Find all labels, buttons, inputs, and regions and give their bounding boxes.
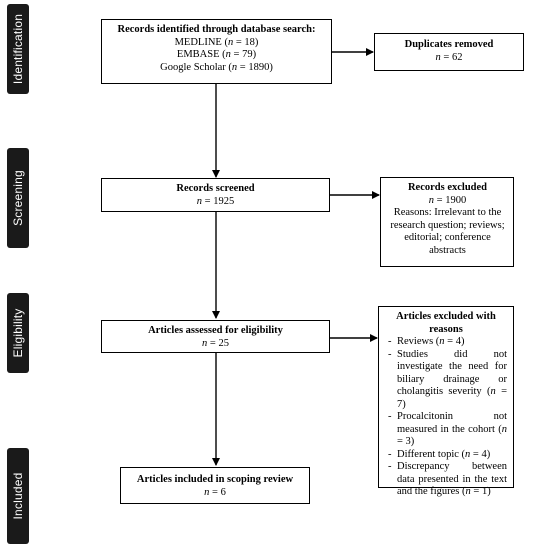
included-title: Articles included in scoping review <box>136 474 294 485</box>
duplicates-count: n = 62 <box>435 51 463 63</box>
stage-tab-eligibility: Eligibility <box>7 293 29 373</box>
stage-tab-included: Included <box>7 448 29 544</box>
included-box: Articles included in scoping review n = … <box>120 467 310 504</box>
identification-title: Records identified through database sear… <box>117 24 316 35</box>
duplicates-box: Duplicates removed n = 62 <box>374 33 524 71</box>
exclusion-reason-item: Reviews (n = 4) <box>388 336 507 349</box>
source-google-scholar: Google Scholar (n = 1890) <box>160 61 273 73</box>
screened-box: Records screened n = 1925 <box>101 178 330 212</box>
eligibility-title: Articles assessed for eligibility <box>148 325 283 336</box>
exclusion-reason-item: Procalcitonin not measured in the cohort… <box>388 411 507 449</box>
source-medline: MEDLINE (n = 18) <box>174 36 259 48</box>
stage-tab-screening: Screening <box>7 148 29 248</box>
excluded-with-reasons-title: Articles excluded with reasons <box>396 311 496 335</box>
screened-title: Records screened <box>176 183 255 194</box>
exclusion-reason-item: Studies did not investigate the need for… <box>388 349 507 412</box>
included-count: n = 6 <box>204 486 226 498</box>
excluded-reasons: Reasons: Irrelevant to the research ques… <box>390 207 505 256</box>
excluded-title: Records excluded <box>407 182 488 193</box>
excluded-count: n = 1900 <box>428 194 467 206</box>
eligibility-count: n = 25 <box>202 337 229 349</box>
eligibility-box: Articles assessed for eligibility n = 25 <box>101 320 330 353</box>
stage-tab-identification: Identification <box>7 4 29 94</box>
screened-count: n = 1925 <box>196 195 235 207</box>
exclusion-reason-item: Discrepancy between data presented in th… <box>388 461 507 499</box>
source-embase: EMBASE (n = 79) <box>176 49 257 60</box>
exclusion-reasons-list: Reviews (n = 4) Studies did not investig… <box>385 336 507 499</box>
excluded-with-reasons-box: Articles excluded with reasons Reviews (… <box>378 306 514 497</box>
identification-box: Records identified through database sear… <box>101 19 332 84</box>
duplicates-title: Duplicates removed <box>404 39 494 50</box>
excluded-box: Records excluded n = 1900 Reasons: Irrel… <box>380 177 514 267</box>
exclusion-reason-item: Different topic (n = 4) <box>388 449 507 462</box>
